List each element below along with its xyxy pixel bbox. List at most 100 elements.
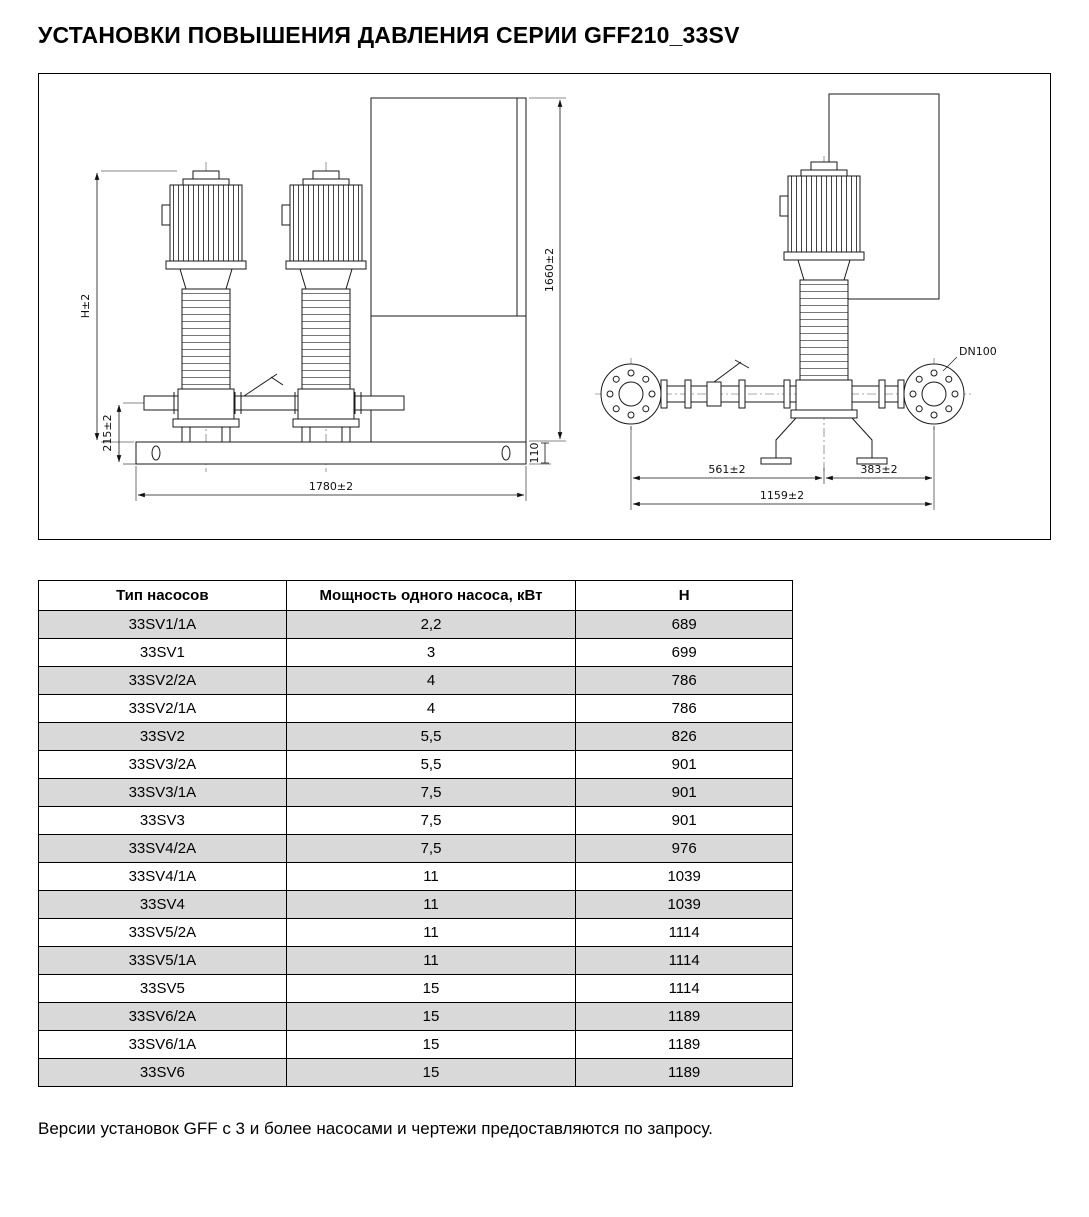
table-cell: 689	[575, 610, 793, 639]
table-cell: 1189	[575, 1002, 793, 1031]
table-cell: 33SV3	[38, 806, 287, 835]
pump-table: Тип насосов Мощность одного насоса, кВт …	[38, 580, 793, 1087]
table-cell: 7,5	[285, 834, 577, 863]
table-cell: 699	[575, 638, 793, 667]
column-header-h: Н	[575, 580, 793, 611]
dimension-frame-profile: 110	[528, 443, 551, 465]
flange-size-label: DN100	[942, 345, 997, 372]
table-cell: 33SV6	[38, 1058, 287, 1087]
front-view: H±2 215±2 1780±2	[79, 97, 566, 501]
table-cell: 901	[575, 750, 793, 779]
table-cell: 33SV3/1A	[38, 778, 287, 807]
datasheet-page: УСТАНОВКИ ПОВЫШЕНИЯ ДАВЛЕНИЯ СЕРИИ GFF21…	[38, 22, 1051, 1138]
technical-drawing: H±2 215±2 1780±2	[38, 73, 1051, 540]
table-cell: 5,5	[285, 722, 577, 751]
table-cell: 33SV5/2A	[38, 918, 287, 947]
discharge-flange	[903, 363, 965, 425]
table-cell: 976	[575, 834, 793, 863]
table-cell: 7,5	[285, 778, 577, 807]
pump-unit-drawing: H±2 215±2 1780±2	[79, 93, 997, 510]
table-cell: 1114	[575, 946, 793, 975]
table-cell: 11	[285, 890, 577, 919]
table-cell: 15	[285, 1058, 577, 1087]
table-cell: 901	[575, 778, 793, 807]
table-cell: 11	[285, 946, 577, 975]
svg-text:1780±2: 1780±2	[309, 480, 353, 493]
table-cell: 33SV4/2A	[38, 834, 287, 863]
table-cell: 1114	[575, 918, 793, 947]
table-cell: 1114	[575, 974, 793, 1003]
svg-text:H±2: H±2	[79, 294, 92, 319]
column-header-pump-type: Тип насосов	[38, 580, 287, 611]
table-cell: 33SV2/2A	[38, 666, 287, 695]
svg-text:1660±2: 1660±2	[543, 248, 556, 292]
pump-stand	[760, 417, 888, 465]
dimension-base-height: 215±2	[101, 402, 144, 465]
dimension-width: 1780±2	[135, 466, 527, 501]
valve-lever	[706, 359, 750, 407]
table-cell: 11	[285, 862, 577, 891]
svg-text:1159±2: 1159±2	[760, 489, 804, 502]
table-cell: 1039	[575, 862, 793, 891]
base-frame	[135, 441, 527, 465]
svg-text:DN100: DN100	[959, 345, 997, 358]
table-cell: 1039	[575, 890, 793, 919]
table-cell: 33SV4/1A	[38, 862, 287, 891]
table-cell: 15	[285, 1002, 577, 1031]
suction-flange	[600, 363, 662, 425]
table-cell: 5,5	[285, 750, 577, 779]
table-cell: 33SV2/1A	[38, 694, 287, 723]
table-cell: 33SV1/1A	[38, 610, 287, 639]
table-cell: 1189	[575, 1058, 793, 1087]
pump-2	[281, 170, 367, 428]
table-cell: 33SV4	[38, 890, 287, 919]
table-cell: 901	[575, 806, 793, 835]
table-cell: 33SV6/1A	[38, 1030, 287, 1059]
table-cell: 15	[285, 1030, 577, 1059]
dimension-suction-span: 561±2	[630, 426, 825, 510]
dimension-discharge-span: 383±2	[825, 426, 935, 510]
table-cell: 2,2	[285, 610, 577, 639]
page-title: УСТАНОВКИ ПОВЫШЕНИЯ ДАВЛЕНИЯ СЕРИИ GFF21…	[38, 22, 740, 48]
svg-text:215±2: 215±2	[101, 414, 114, 451]
valve-lever	[243, 373, 284, 397]
footer-note: Версии установок GFF с 3 и более насосам…	[38, 1119, 713, 1138]
table-cell: 33SV1	[38, 638, 287, 667]
table-cell: 1189	[575, 1030, 793, 1059]
table-cell: 33SV5	[38, 974, 287, 1003]
table-cell: 786	[575, 694, 793, 723]
column-header-power: Мощность одного насоса, кВт	[285, 580, 577, 611]
svg-text:561±2: 561±2	[708, 463, 745, 476]
pump-1	[161, 170, 247, 428]
svg-text:110: 110	[528, 443, 541, 464]
cabinet	[370, 97, 527, 443]
table-cell: 786	[575, 666, 793, 695]
table-cell: 33SV6/2A	[38, 1002, 287, 1031]
table-cell: 4	[285, 694, 577, 723]
table-header-row: Тип насосов Мощность одного насоса, кВт …	[38, 580, 793, 611]
dimension-h: H±2	[79, 170, 177, 443]
table-cell: 11	[285, 918, 577, 947]
table-cell: 7,5	[285, 806, 577, 835]
dimension-total-span: 1159±2	[632, 489, 933, 507]
dimension-cabinet-height: 1660±2	[529, 97, 566, 442]
svg-text:383±2: 383±2	[860, 463, 897, 476]
table-cell: 33SV2	[38, 722, 287, 751]
